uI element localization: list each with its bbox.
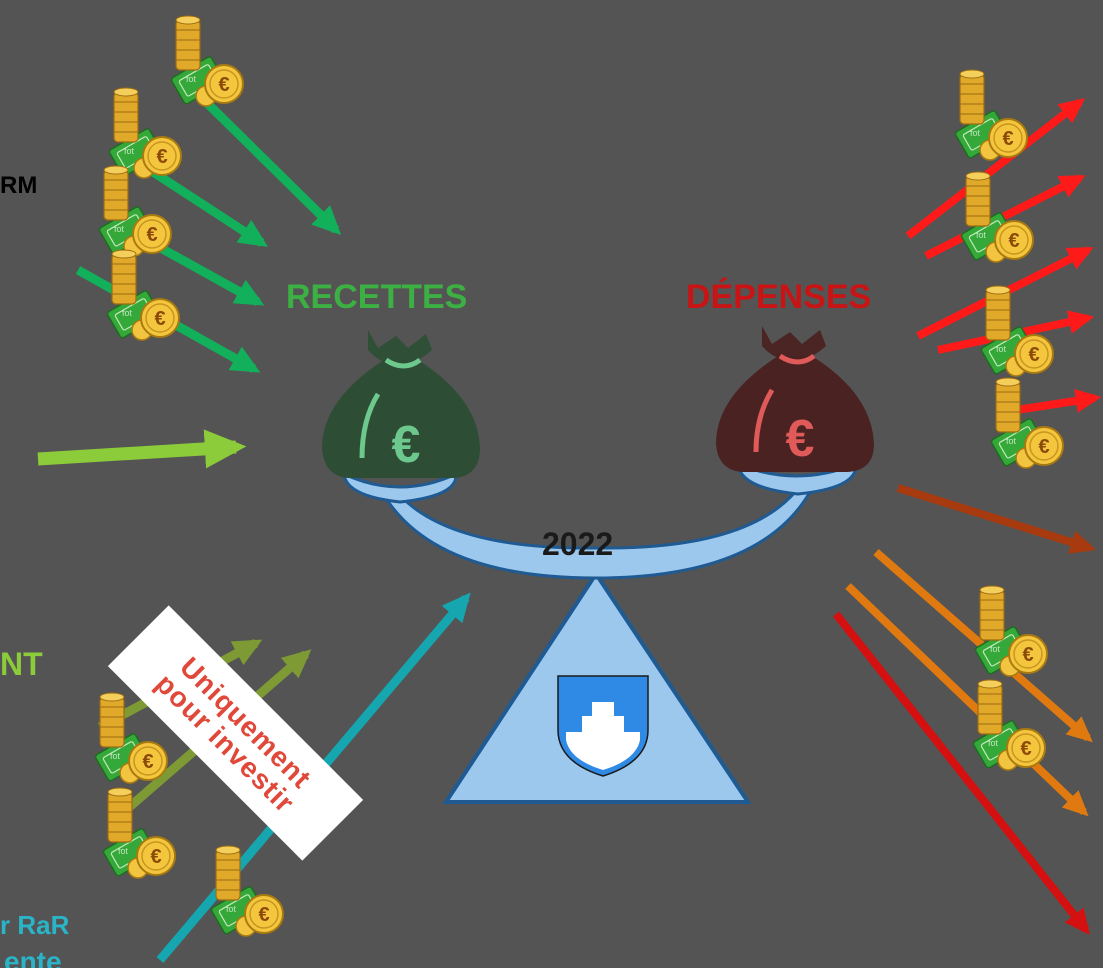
coat-of-arms-icon (557, 675, 649, 777)
cut-label-nt: NT (0, 646, 43, 682)
year-label: 2022 (542, 526, 614, 562)
coin-stack-4 (105, 249, 180, 341)
money-bag-icon-recettes: € (322, 330, 480, 478)
money-bag-icon-depenses: € (716, 326, 874, 472)
right-pan (736, 461, 858, 496)
depense-arrow-brown (896, 484, 1097, 554)
recette-arrow-lime (37, 429, 247, 469)
coin-stack-9 (973, 585, 1048, 677)
recette-arrow-2 (147, 166, 269, 247)
svg-text:€: € (392, 416, 421, 474)
depense-arrow-1 (905, 98, 1086, 240)
coin-stack-1 (169, 15, 244, 107)
depenses-label: DÉPENSES (686, 278, 872, 316)
coin-stack-6 (959, 171, 1034, 263)
coin-stack-2 (107, 87, 182, 179)
recette-arrow-3 (147, 238, 265, 306)
depense-arrow-5 (1015, 389, 1102, 414)
svg-text:€: € (786, 410, 815, 468)
depense-arrow-darkred (832, 611, 1090, 936)
depense-arrow-orange-2 (845, 583, 1089, 817)
cut-label-rar: r RaR (0, 910, 70, 940)
coin-stack-8 (989, 377, 1064, 469)
recette-arrow-1 (202, 98, 342, 236)
cut-label-rm: RM (0, 172, 38, 199)
cut-label-ente: ente (4, 946, 62, 968)
coin-stack-5 (953, 69, 1028, 161)
recettes-label: RECETTES (286, 278, 468, 316)
left-pan (342, 471, 458, 504)
